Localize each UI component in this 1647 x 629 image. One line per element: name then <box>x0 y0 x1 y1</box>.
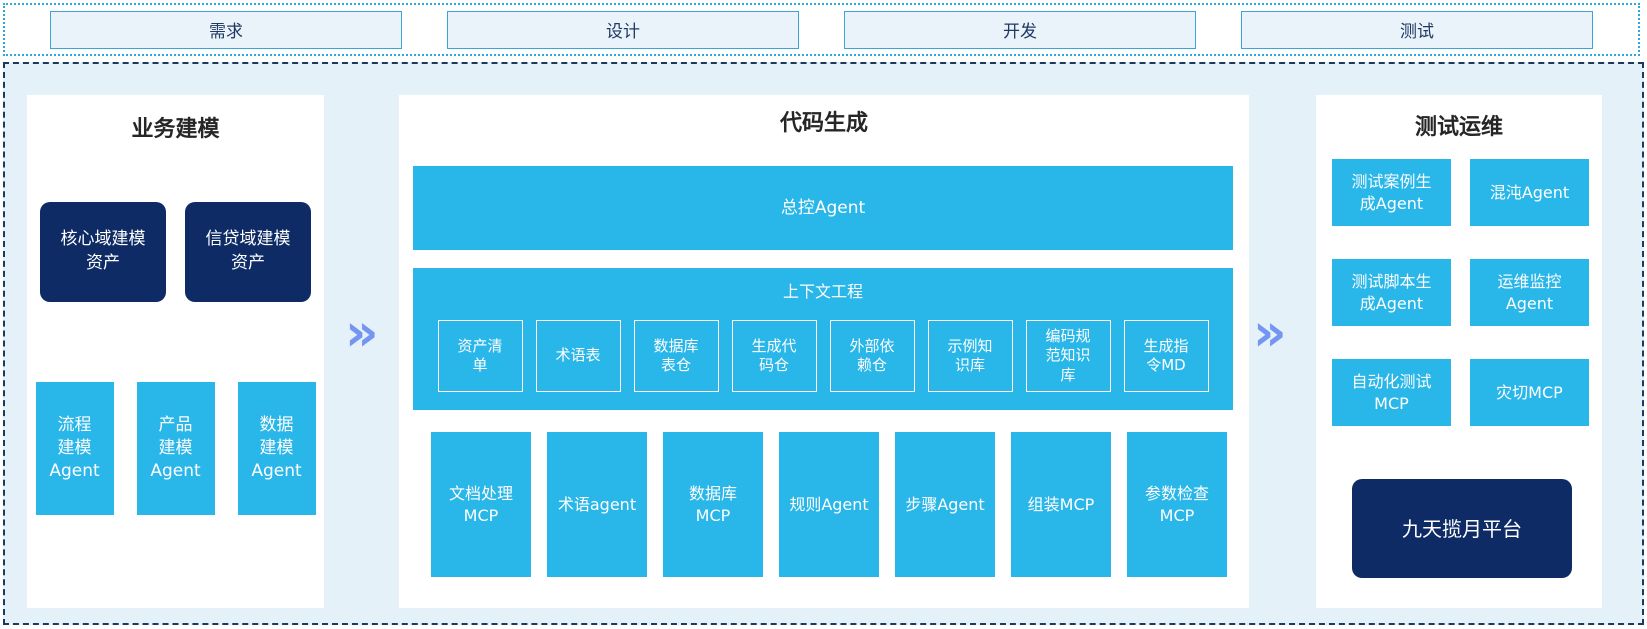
panel-title-test-operations: 测试运维 <box>1414 115 1503 140</box>
box-database-mcp: 数据库 MCP <box>663 432 763 577</box>
box-database-table-repo: 数据库 表仓 <box>633 320 719 392</box>
modeling-agent-row: 流程 建模 Agent 产品 建模 Agent 数据 建模 Agent <box>27 382 324 515</box>
box-automated-testing-mcp: 自动化测试 MCP <box>1332 359 1451 426</box>
modeling-asset-row: 核心域建模 资产 信贷域建模 资产 <box>27 202 324 302</box>
phase-chip-requirements: 需求 <box>50 10 402 49</box>
box-process-modeling-agent: 流程 建模 Agent <box>35 382 114 515</box>
box-credit-domain-modeling-assets: 信贷域建模 资产 <box>185 202 311 302</box>
code-generation-tools-row: 文档处理 MCP 术语agent 数据库 MCP 规则Agent 步骤Agent… <box>431 432 1227 577</box>
arrow-right-icon: » <box>1253 303 1287 363</box>
panel-title-business-modeling: 业务建模 <box>131 117 220 142</box>
panel-code-generation: 代码生成 总控Agent 上下文工程 资产清 单 术语表 数据库 表仓 生成代 … <box>399 95 1249 608</box>
context-engineering-title: 上下文工程 <box>782 282 863 301</box>
box-disaster-switchover-mcp: 灾切MCP <box>1470 359 1589 426</box>
box-generation-instructions-md: 生成指 令MD <box>1123 320 1209 392</box>
test-operations-grid: 测试案例生 成Agent 混沌Agent 测试脚本生 成Agent 运维监控 A… <box>1332 159 1589 426</box>
panel-title-code-generation: 代码生成 <box>779 111 868 136</box>
box-rules-agent: 规则Agent <box>779 432 879 577</box>
box-example-knowledge-base: 示例知 识库 <box>927 320 1013 392</box>
box-jiutian-lanyue-platform: 九天揽月平台 <box>1352 479 1572 578</box>
panel-business-modeling: 业务建模 核心域建模 资产 信贷域建模 资产 流程 建模 Agent 产品 建模… <box>27 95 324 608</box>
context-engineering-section: 上下文工程 资产清 单 术语表 数据库 表仓 生成代 码仓 外部依 赖仓 示例知… <box>413 268 1233 410</box>
box-coding-standards-knowledge-base: 编码规 范知识 库 <box>1025 320 1111 392</box>
box-data-modeling-agent: 数据 建模 Agent <box>237 382 316 515</box>
box-parameter-check-mcp: 参数检查 MCP <box>1127 432 1227 577</box>
box-document-processing-mcp: 文档处理 MCP <box>431 432 531 577</box>
box-master-control-agent: 总控Agent <box>413 166 1233 250</box>
box-product-modeling-agent: 产品 建模 Agent <box>136 382 215 515</box>
box-ops-monitoring-agent: 运维监控 Agent <box>1470 259 1589 326</box>
box-test-case-generation-agent: 测试案例生 成Agent <box>1332 159 1451 226</box>
box-asset-list: 资产清 单 <box>437 320 523 392</box>
box-glossary: 术语表 <box>535 320 621 392</box>
box-steps-agent: 步骤Agent <box>895 432 995 577</box>
box-test-script-generation-agent: 测试脚本生 成Agent <box>1332 259 1451 326</box>
box-generated-code-repo: 生成代 码仓 <box>731 320 817 392</box>
arrow-right-icon: » <box>345 303 379 363</box>
phase-chip-development: 开发 <box>844 10 1196 49</box>
main-container: 业务建模 核心域建模 资产 信贷域建模 资产 流程 建模 Agent 产品 建模… <box>3 62 1644 625</box>
panel-test-operations: 测试运维 测试案例生 成Agent 混沌Agent 测试脚本生 成Agent 运… <box>1316 95 1602 608</box>
box-assembly-mcp: 组装MCP <box>1011 432 1111 577</box>
phase-chip-design: 设计 <box>447 10 799 49</box>
box-terminology-agent: 术语agent <box>547 432 647 577</box>
context-engineering-items: 资产清 单 术语表 数据库 表仓 生成代 码仓 外部依 赖仓 示例知 识库 编码… <box>413 320 1233 392</box>
phase-chip-testing: 测试 <box>1241 10 1593 49</box>
box-external-dependency-repo: 外部依 赖仓 <box>829 320 915 392</box>
box-core-domain-modeling-assets: 核心域建模 资产 <box>40 202 166 302</box>
box-chaos-agent: 混沌Agent <box>1470 159 1589 226</box>
phase-strip: 需求 设计 开发 测试 <box>3 3 1640 56</box>
